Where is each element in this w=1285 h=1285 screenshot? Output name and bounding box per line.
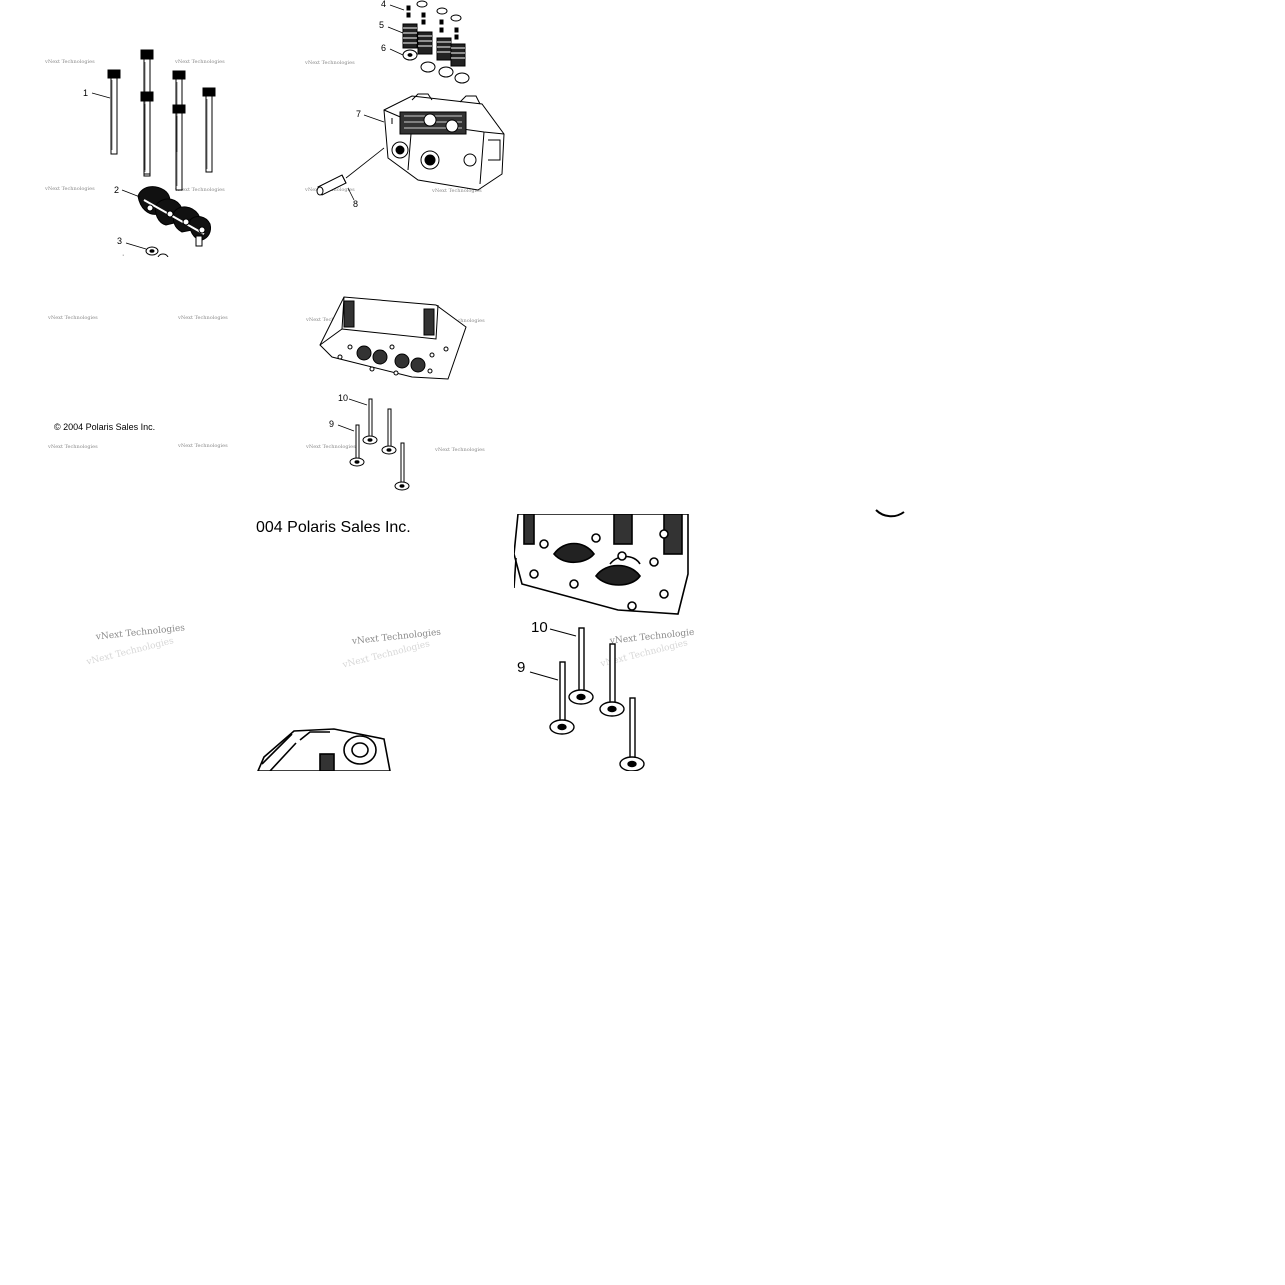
watermark: vNext Technologies xyxy=(44,59,95,65)
intake-valve xyxy=(599,643,625,717)
watermark: vNext Technologies xyxy=(47,444,98,450)
zoom-left-drawing: 004 Polaris Sales Inc. vNext Technologie… xyxy=(85,519,442,771)
callout-1: 1 xyxy=(83,88,88,98)
watermark: vNext Technologies xyxy=(44,186,95,192)
watermark: vNext Technologies xyxy=(174,59,225,65)
intake-valve xyxy=(568,627,594,705)
drawing-fragment xyxy=(875,509,905,518)
valve-spring xyxy=(402,23,418,49)
callout-9-zoomed: 9 xyxy=(517,659,525,676)
callout-2: 2 xyxy=(114,185,119,195)
diagram-tile-zoom-left: 004 Polaris Sales Inc. vNext Technologie… xyxy=(0,514,514,771)
watermark: vNext Technologies xyxy=(434,447,485,453)
svg-text:·: · xyxy=(122,252,124,257)
exhaust-valve xyxy=(394,442,410,491)
lower-parts-drawing: vNext Technologies vNext Technologies vN… xyxy=(47,296,485,491)
valve-spring-group xyxy=(402,0,470,84)
watermark: vNext Technologies xyxy=(174,187,225,193)
callout-9: 9 xyxy=(329,419,334,429)
valve-guide xyxy=(316,174,347,196)
callout-8: 8 xyxy=(353,199,358,209)
head-bolt xyxy=(107,69,121,155)
exhaust-valve xyxy=(349,424,365,467)
watermark: vNext Technologies xyxy=(431,188,482,194)
valve-spring xyxy=(436,37,452,61)
head-bolt xyxy=(202,87,216,173)
zoom-right-drawing: vNext Technologies vNext Technologies xyxy=(514,514,694,771)
watermark: vNext Technologies xyxy=(177,315,228,321)
cylinder-head-cropped xyxy=(257,728,391,771)
diagram-tile-lower: vNext Technologies vNext Technologies vN… xyxy=(0,257,514,514)
diagram-tile-upper: vNext Technologies vNext Technologies vN… xyxy=(0,0,514,257)
intake-valve xyxy=(381,408,397,455)
rocker-arm-assembly xyxy=(137,186,211,247)
callout-4: 4 xyxy=(381,0,386,9)
callout-3: 3 xyxy=(117,236,122,246)
watermark: vNext Technologies xyxy=(305,317,356,323)
head-bolt xyxy=(140,91,154,175)
valve-spring xyxy=(417,31,433,55)
cylinder-head-underside xyxy=(319,296,467,380)
intake-valve xyxy=(362,398,378,445)
exhaust-valve xyxy=(549,661,575,735)
callout-10: 10 xyxy=(338,393,348,403)
valve-set xyxy=(349,398,410,491)
watermark: vNext Technologies xyxy=(305,444,356,450)
head-bolt-group xyxy=(107,49,216,191)
valve-spring xyxy=(450,43,466,67)
copyright-notice-cropped: 004 Polaris Sales Inc. xyxy=(256,519,411,536)
cylinder-head-underside-zoomed xyxy=(514,514,689,615)
watermark: vNext Technologies xyxy=(434,318,485,324)
exhaust-valve xyxy=(619,697,645,771)
watermark: vNext Technologies xyxy=(304,60,355,66)
upper-parts-drawing: vNext Technologies vNext Technologies vN… xyxy=(44,0,505,257)
watermark: vNext Technologies xyxy=(177,443,228,449)
callout-5: 5 xyxy=(379,20,384,30)
watermark: vNext Technologies xyxy=(47,315,98,321)
callout-7: 7 xyxy=(356,109,361,119)
head-bolt xyxy=(172,104,186,191)
copyright-notice: © 2004 Polaris Sales Inc. xyxy=(54,422,155,432)
cylinder-head xyxy=(383,93,505,191)
valve-washer xyxy=(145,246,169,257)
diagram-tile-zoom-right: vNext Technologies vNext Technologies xyxy=(514,514,694,771)
callout-10-zoomed: 10 xyxy=(531,619,548,636)
valve-set-zoomed xyxy=(549,627,645,771)
callout-6: 6 xyxy=(381,43,386,53)
